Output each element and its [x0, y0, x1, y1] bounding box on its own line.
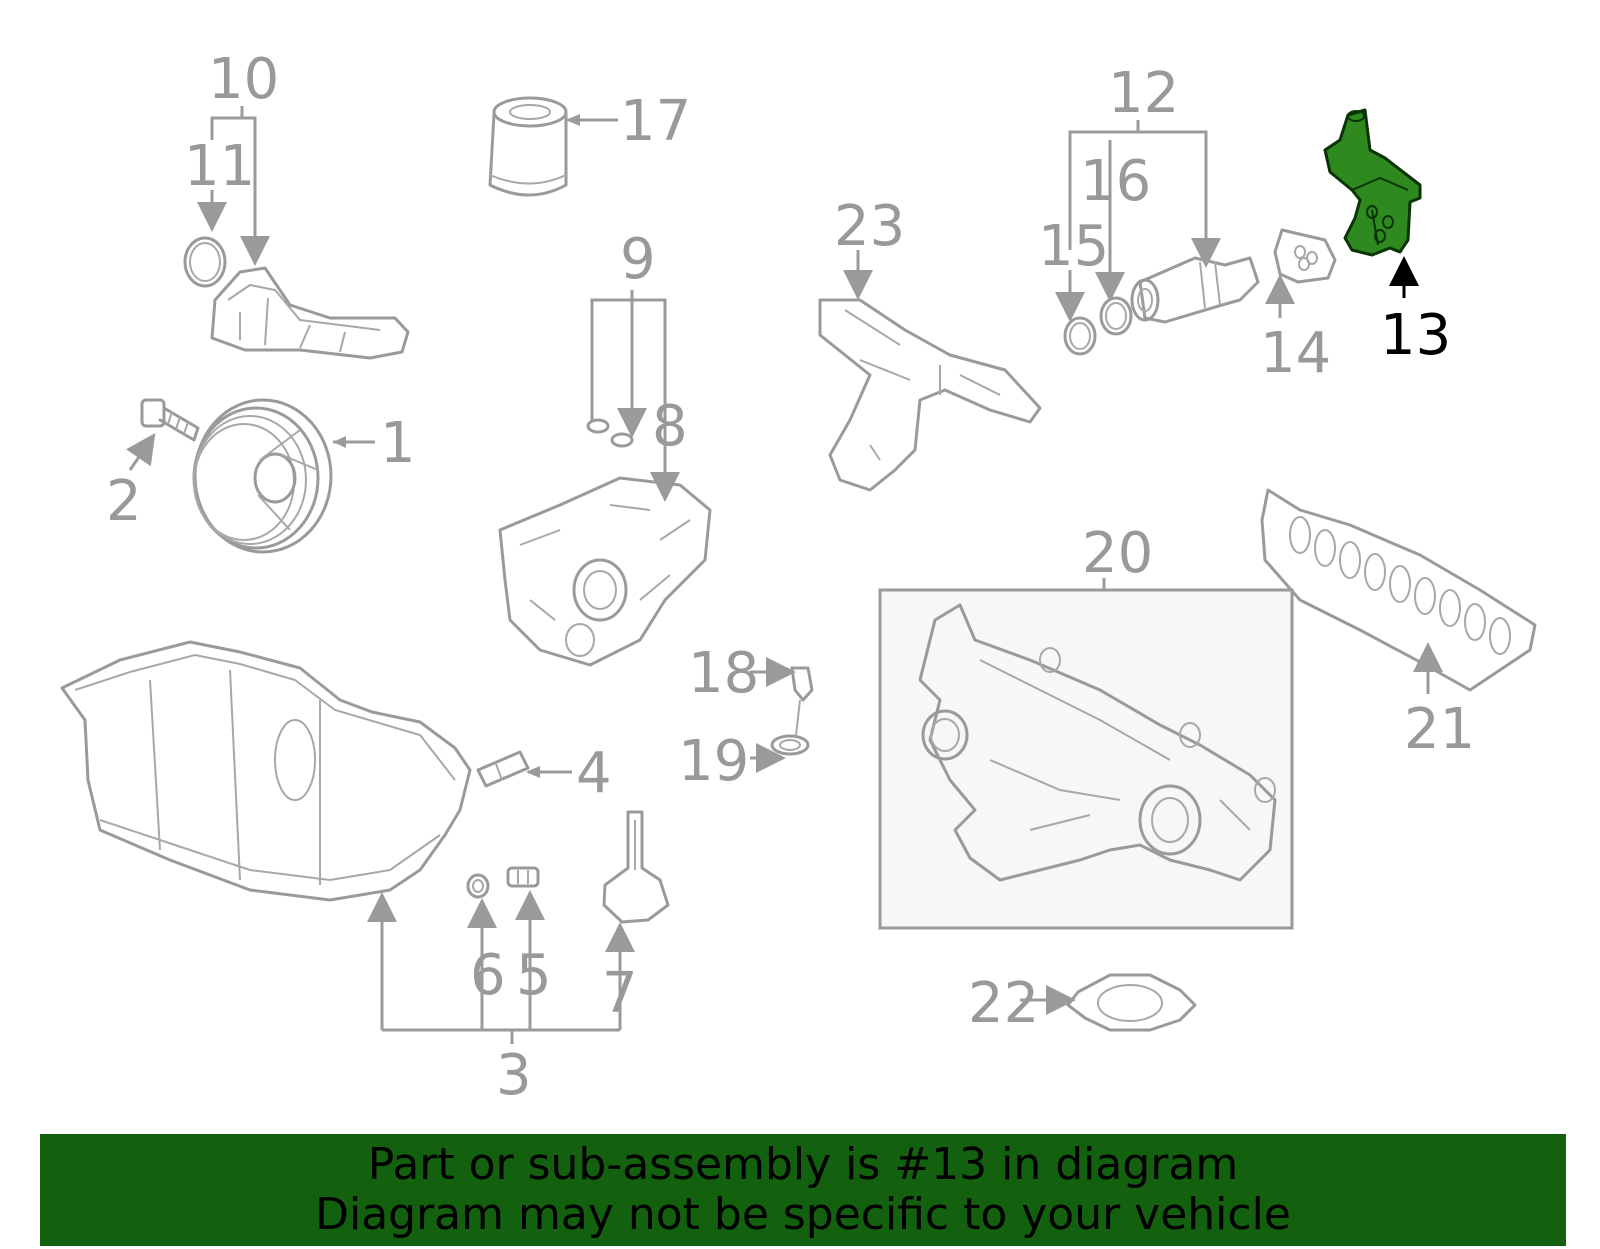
part-2-bolt[interactable] [140, 398, 200, 442]
callout-10[interactable]: 10 [208, 47, 279, 112]
banner-line-1: Part or sub-assembly is #13 in diagram [367, 1139, 1239, 1190]
callout-4[interactable]: 4 [576, 741, 612, 806]
callout-5[interactable]: 5 [516, 943, 552, 1008]
part-19-seal[interactable] [770, 734, 810, 756]
callout-1[interactable]: 1 [380, 411, 416, 476]
part-3-oil-pan[interactable] [60, 640, 472, 902]
part-21-intake-gasket[interactable] [1260, 488, 1537, 692]
callout-20[interactable]: 20 [1082, 521, 1153, 586]
callout-9[interactable]: 9 [620, 227, 656, 292]
callout-13[interactable]: 13 [1380, 303, 1451, 368]
callout-16[interactable]: 16 [1080, 149, 1151, 214]
callout-7[interactable]: 7 [602, 961, 638, 1026]
part-6-washer[interactable] [466, 873, 490, 899]
callout-3[interactable]: 3 [496, 1043, 532, 1108]
callout-6[interactable]: 6 [470, 943, 506, 1008]
part-16-seal[interactable] [1099, 296, 1133, 336]
part-17-oil-filter[interactable] [488, 96, 568, 197]
callout-23[interactable]: 23 [834, 194, 905, 259]
callout-11[interactable]: 11 [184, 134, 255, 199]
part-11-oring[interactable] [183, 236, 227, 288]
callout-19[interactable]: 19 [678, 729, 749, 794]
part-15-seal[interactable] [1063, 316, 1097, 356]
callout-8[interactable]: 8 [652, 394, 688, 459]
part-22-gasket[interactable] [1066, 973, 1197, 1032]
callout-21[interactable]: 21 [1404, 697, 1475, 762]
part-1-pulley[interactable] [192, 398, 333, 554]
callout-17[interactable]: 17 [620, 89, 691, 154]
callout-15[interactable]: 15 [1038, 214, 1109, 279]
part-18-sensor[interactable] [790, 666, 814, 736]
part-13-solenoid-highlighted[interactable] [1323, 108, 1422, 257]
part-8-front-cover[interactable] [498, 476, 712, 667]
callout-18[interactable]: 18 [688, 641, 759, 706]
leader-9 [590, 298, 680, 502]
part-7-level-sensor[interactable] [602, 810, 670, 924]
part-20-intake-manifold[interactable] [918, 603, 1277, 882]
part-12-sensor[interactable] [1130, 256, 1260, 324]
info-banner: Part or sub-assembly is #13 in diagram D… [40, 1134, 1566, 1246]
part-14-gasket[interactable] [1273, 228, 1337, 284]
callout-14[interactable]: 14 [1260, 321, 1331, 386]
parts-diagram: 10 11 1 2 17 9 8 [60, 47, 1537, 1108]
callout-2[interactable]: 2 [106, 469, 142, 534]
leader-10 [210, 116, 270, 266]
part-9-orings[interactable] [586, 418, 634, 448]
banner-line-2: Diagram may not be specific to your vehi… [315, 1189, 1291, 1240]
callout-12[interactable]: 12 [1108, 61, 1179, 126]
part-4-plug[interactable] [476, 750, 530, 788]
callout-22[interactable]: 22 [968, 971, 1039, 1036]
part-5-drain-bolt[interactable] [506, 866, 540, 888]
part-23-shield[interactable] [818, 298, 1042, 492]
part-10-cover[interactable] [210, 266, 410, 360]
